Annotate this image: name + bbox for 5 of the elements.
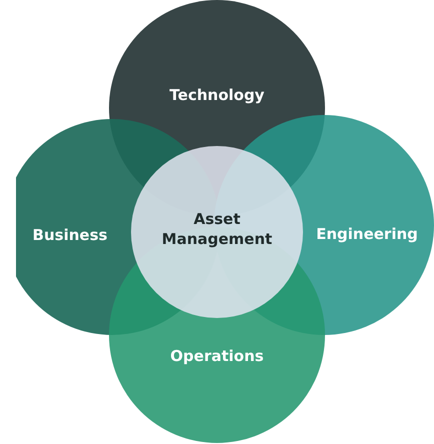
circle-label: Asset Management xyxy=(160,209,274,249)
circle-label: Operations xyxy=(170,346,264,366)
circle-label: Business xyxy=(32,225,108,245)
circle-label: Engineering xyxy=(316,224,418,244)
circle-label: Technology xyxy=(170,85,264,105)
